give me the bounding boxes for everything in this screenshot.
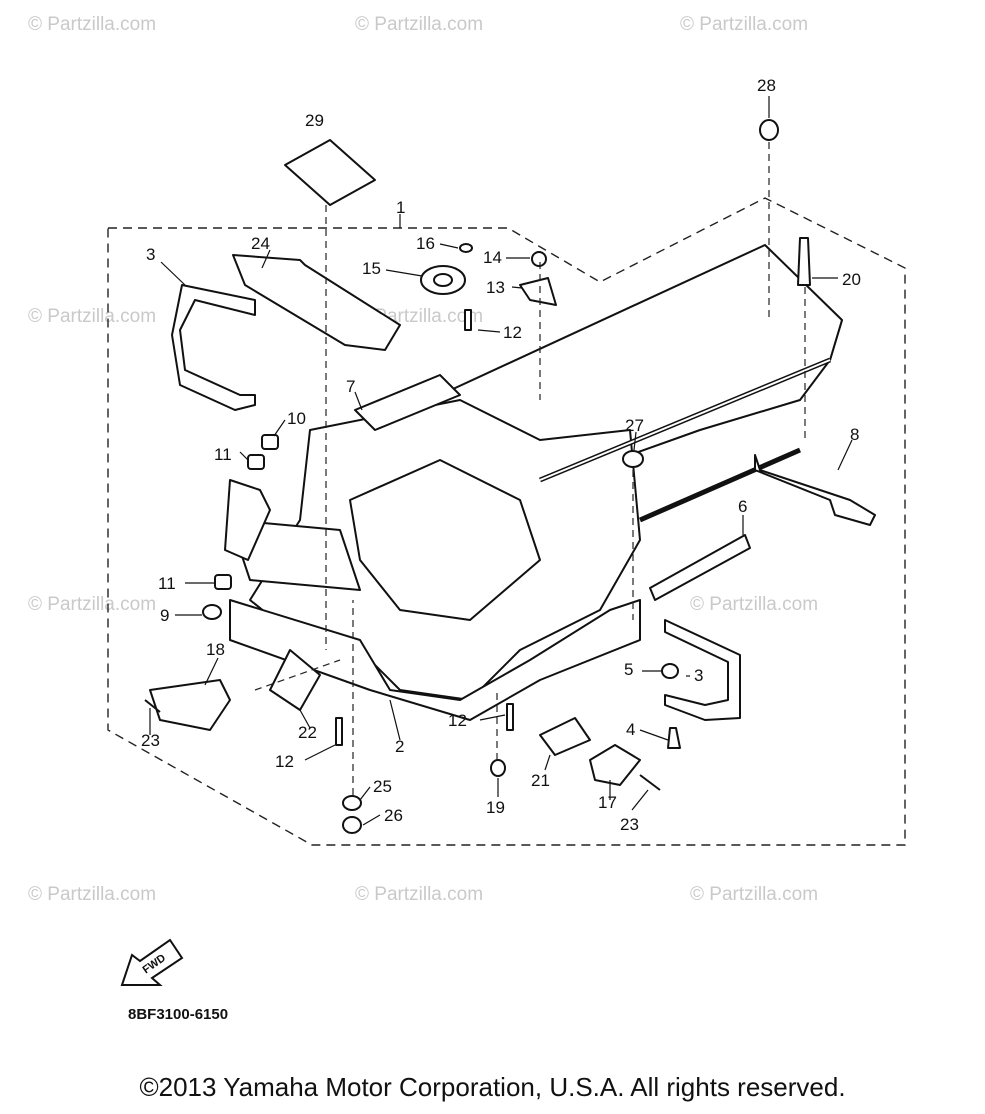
side-rail — [649, 534, 751, 601]
watermark: © Partzilla.com — [690, 884, 818, 905]
callout-7: 7 — [346, 377, 355, 396]
part-27 — [622, 450, 644, 468]
chassis-inner — [349, 459, 541, 621]
callout-14: 14 — [483, 248, 502, 267]
watermark: © Partzilla.com — [28, 306, 156, 327]
part-5 — [661, 663, 679, 679]
callout-21: 21 — [531, 771, 550, 790]
screw-23b — [639, 774, 661, 791]
callout-15: 15 — [362, 259, 381, 278]
part-25 — [342, 795, 362, 811]
callout-11: 11 — [214, 445, 232, 464]
bolt-12c — [506, 703, 514, 731]
part-21 — [539, 717, 591, 756]
callout-3: 3 — [146, 245, 155, 264]
part-19 — [490, 759, 506, 777]
callout-1: 1 — [396, 198, 405, 217]
part-22 — [269, 649, 321, 711]
part-28 — [759, 119, 779, 141]
callout-13: 13 — [486, 278, 505, 297]
callout-25: 25 — [373, 777, 392, 796]
copyright-notice: ©2013 Yamaha Motor Corporation, U.S.A. A… — [139, 1072, 846, 1102]
callout-2: 2 — [395, 737, 404, 756]
reference-lines — [254, 142, 806, 795]
callout-3: 3 — [694, 666, 703, 685]
callout-29: 29 — [305, 111, 324, 130]
callout-4: 4 — [626, 720, 635, 739]
watermark: © Partzilla.com — [355, 14, 483, 35]
part-26 — [342, 816, 362, 834]
part-14 — [531, 251, 547, 267]
callout-16: 16 — [416, 234, 435, 253]
callout-12: 12 — [503, 323, 522, 342]
callout-9: 9 — [160, 606, 169, 625]
leader-lines — [149, 96, 853, 826]
part-9 — [202, 604, 222, 620]
rear-bracket — [754, 454, 876, 526]
part-13 — [519, 277, 557, 306]
callout-layer: 1 2 3 3 4 5 6 7 8 9 10 11 11 12 12 12 12… — [141, 76, 861, 834]
screw-23a — [144, 699, 161, 713]
part-7 — [354, 374, 461, 431]
belly-pan — [229, 599, 641, 721]
callout-8: 8 — [850, 425, 859, 444]
callout-28: 28 — [757, 76, 776, 95]
part-20 — [797, 237, 811, 286]
bolt-4 — [667, 727, 681, 749]
part-17 — [589, 744, 641, 786]
callout-20: 20 — [842, 270, 861, 289]
bumper-left — [171, 284, 256, 411]
part-10 — [261, 434, 279, 450]
part-18 — [149, 679, 231, 731]
callout-27: 27 — [625, 416, 644, 435]
part-11-lower — [214, 574, 232, 590]
bolt-12a — [464, 309, 472, 331]
callout-12: 12 — [275, 752, 294, 771]
callout-10: 10 — [287, 409, 306, 428]
part-11-upper — [247, 454, 265, 470]
crossmember — [229, 519, 361, 591]
bumper-right — [664, 619, 741, 721]
drawing-number: 8BF3100-6150 — [128, 1006, 228, 1023]
handle-bar — [232, 254, 401, 351]
watermark: © Partzilla.com — [690, 594, 818, 615]
bolt-12b — [335, 717, 343, 746]
callout-19: 19 — [486, 798, 505, 817]
watermark: © Partzilla.com — [28, 594, 156, 615]
callout-12: 12 — [448, 711, 467, 730]
assembly-boundary — [107, 197, 906, 846]
watermark: © Partzilla.com — [28, 14, 156, 35]
watermark: © Partzilla.com — [680, 14, 808, 35]
callout-23: 23 — [620, 815, 639, 834]
callout-5: 5 — [624, 660, 633, 679]
part-29 — [284, 139, 376, 206]
frame-assembly — [144, 119, 876, 834]
watermark: © Partzilla.com — [28, 884, 156, 905]
watermark-layer: © Partzilla.com © Partzilla.com © Partzi… — [28, 14, 818, 905]
callout-22: 22 — [298, 723, 317, 742]
front-rail-inner — [539, 359, 831, 481]
callout-26: 26 — [384, 806, 403, 825]
front-support — [224, 479, 271, 561]
part-16 — [459, 243, 473, 253]
lower-rail — [638, 447, 802, 523]
callout-6: 6 — [738, 497, 747, 516]
callout-11: 11 — [158, 574, 176, 593]
callout-24: 24 — [251, 234, 270, 253]
callout-23: 23 — [141, 731, 160, 750]
callout-18: 18 — [206, 640, 225, 659]
watermark: © Partzilla.com — [355, 884, 483, 905]
fwd-arrow: FWD — [120, 938, 184, 986]
callout-17: 17 — [598, 793, 617, 812]
